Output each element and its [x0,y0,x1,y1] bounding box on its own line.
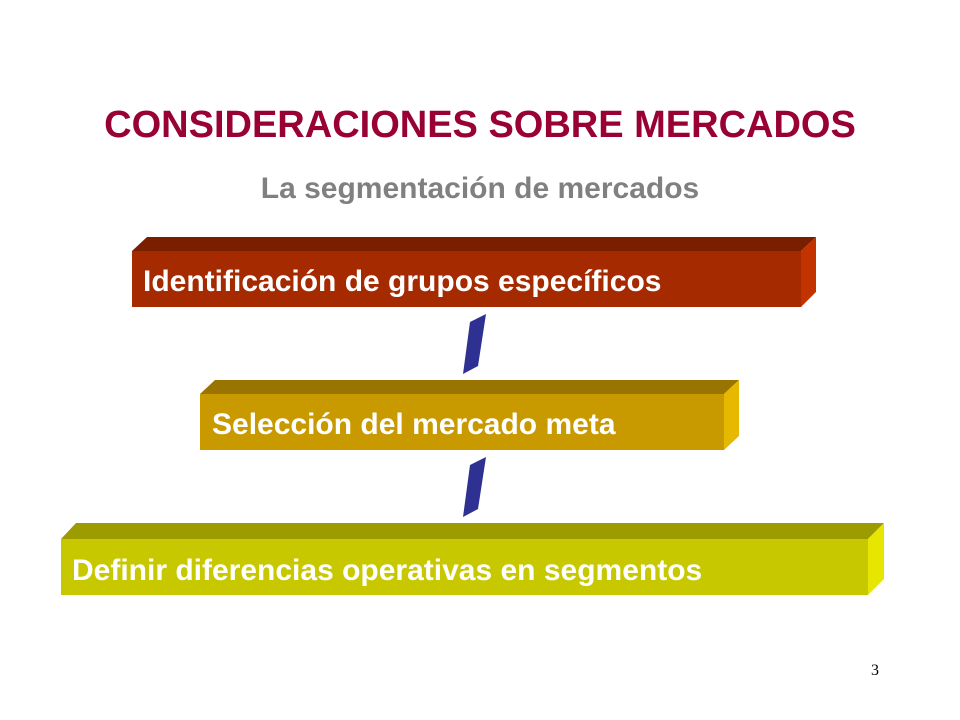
step-box-top-face [61,523,884,539]
step-label-identificacion: Identificación de grupos específicos [143,265,661,298]
connector-arrow-2 [463,457,486,517]
step-box-front-face [132,251,801,307]
page-number: 3 [871,662,879,679]
step-box-side-face [801,237,816,307]
connector-arrow-1 [463,314,486,374]
step-box-identificacion: Identificación de grupos específicos [132,237,816,307]
step-box-top-face [200,380,739,394]
step-box-side-face [868,523,884,595]
step-box-definir: Definir diferencias operativas en segmen… [61,523,884,595]
slide-subtitle: La segmentación de mercados [260,172,700,205]
slide-title: CONSIDERACIONES SOBRE MERCADOS [104,104,856,146]
step-box-front-face [61,539,868,595]
step-box-side-face [724,380,739,450]
step-box-top-face [132,237,816,251]
step-box-seleccion: Selección del mercado meta [200,380,739,450]
step-label-seleccion: Selección del mercado meta [212,408,616,441]
step-label-definir: Definir diferencias operativas en segmen… [72,554,702,587]
step-box-front-face [200,394,724,450]
